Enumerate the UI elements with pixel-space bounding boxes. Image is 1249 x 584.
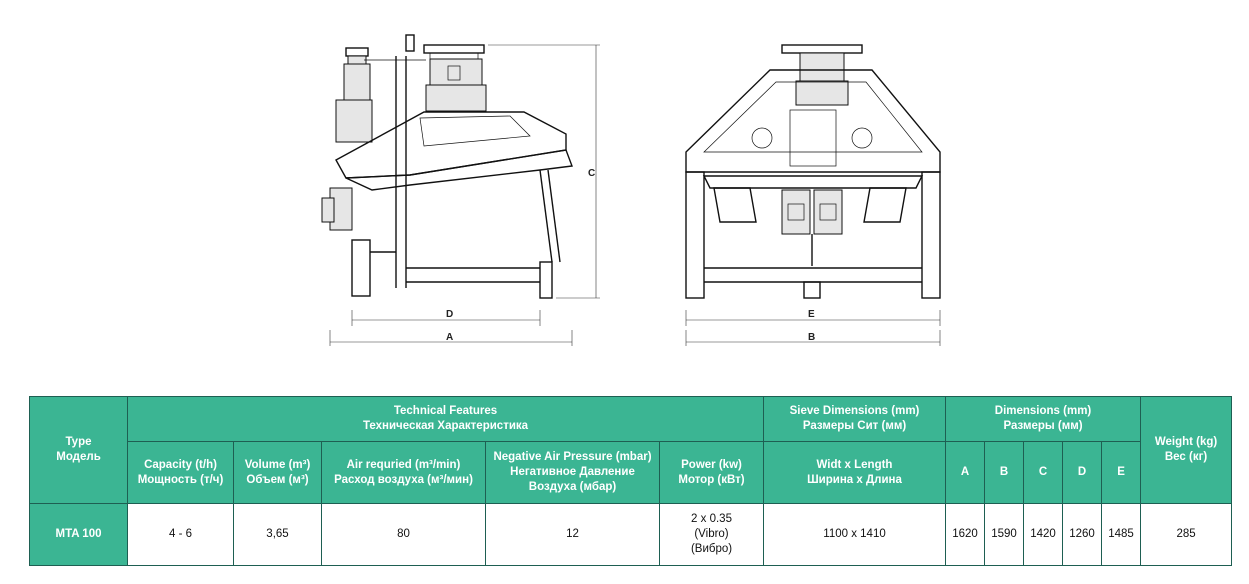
- dim-label-a: A: [446, 332, 453, 343]
- volume-cell: 3,65: [233, 503, 322, 566]
- dim-e-cell: 1485: [1101, 503, 1142, 566]
- air-header: Air requried (m³/min)Расход воздуха (м³/…: [321, 441, 486, 504]
- dim-b-cell: 1590: [984, 503, 1025, 566]
- pressure-header: Negative Air Pressure (mbar)Негативное Д…: [485, 441, 660, 504]
- dim-e-header: E: [1101, 441, 1142, 504]
- dim-label-b: B: [808, 332, 815, 343]
- dim-d-header: D: [1062, 441, 1103, 504]
- dim-a-cell: 1620: [945, 503, 986, 566]
- dim-b-header: B: [984, 441, 1025, 504]
- technical-drawing: D A C E B: [321, 34, 941, 346]
- table-row: MTA 100 4 - 6 3,65 80 12 2 x 0.35(Vibro)…: [29, 503, 1233, 566]
- model-cell: MTA 100: [29, 503, 128, 566]
- power-cell: 2 x 0.35(Vibro)(Вибро): [658, 503, 765, 566]
- capacity-header: Capacity (t/h)Мощность (т/ч): [127, 441, 234, 504]
- capacity-cell: 4 - 6: [127, 503, 234, 566]
- dimensions-header: Dimensions (mm)Размеры (мм): [945, 396, 1142, 442]
- dim-a-header: A: [945, 441, 986, 504]
- dim-d-cell: 1260: [1062, 503, 1103, 566]
- weight-cell: 285: [1140, 503, 1233, 566]
- dim-label-e: E: [808, 309, 815, 320]
- dim-c-cell: 1420: [1023, 503, 1064, 566]
- dim-label-d: D: [446, 309, 453, 320]
- volume-header: Volume (m³)Объем (м³): [233, 441, 322, 504]
- pressure-cell: 12: [485, 503, 660, 566]
- sieve-cell: 1100 x 1410: [763, 503, 947, 566]
- air-cell: 80: [321, 503, 486, 566]
- sieve-dimensions-header: Sieve Dimensions (mm)Размеры Сит (мм): [763, 396, 947, 442]
- dim-c-header: C: [1023, 441, 1064, 504]
- weight-header: Weight (kg)Вес (кг): [1140, 396, 1233, 504]
- dim-label-c: C: [588, 168, 595, 179]
- front-view: E B: [685, 44, 941, 346]
- side-view: D A C: [321, 34, 600, 346]
- power-header: Power (kw)Мотор (кВт): [658, 441, 765, 504]
